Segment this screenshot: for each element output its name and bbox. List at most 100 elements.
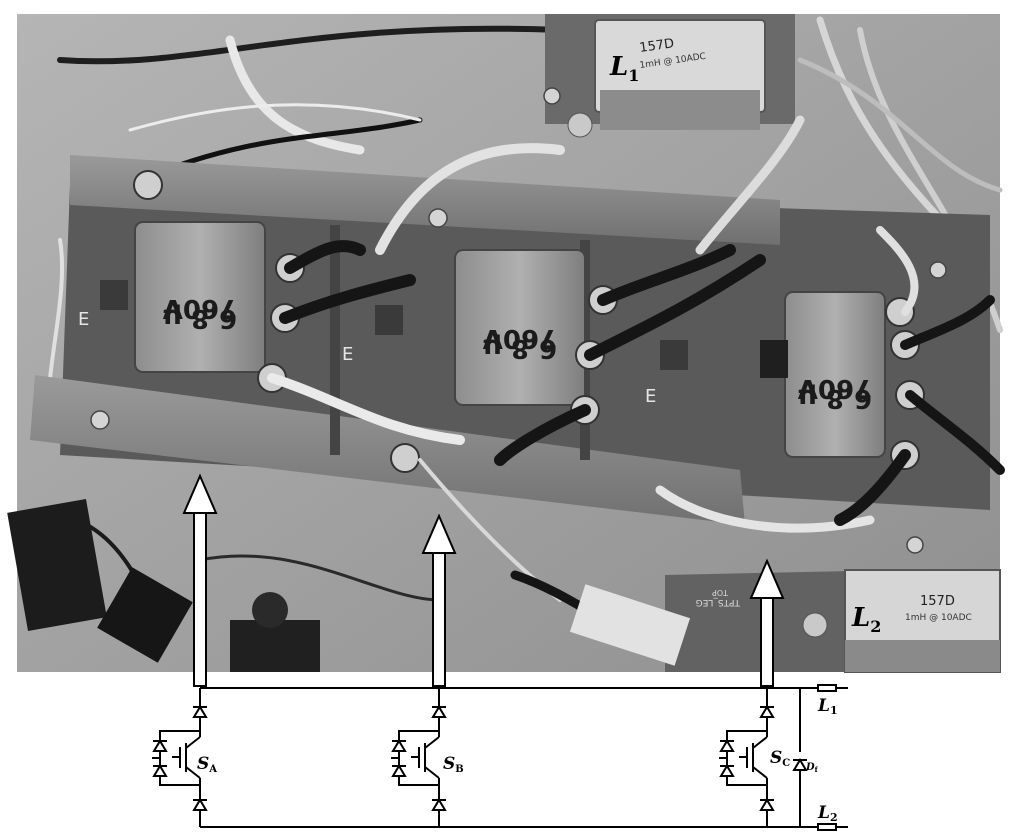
capacitor-a-voltage: 760V <box>163 293 237 323</box>
paper-tag <box>569 584 691 666</box>
gate-chip-c <box>660 340 688 370</box>
l2-rating-text: 1mH @ 10ADC <box>905 613 972 623</box>
cable-b2 <box>279 274 416 324</box>
cable-white-top <box>225 35 365 155</box>
l1-part-text: 157D <box>638 36 675 56</box>
switch-a-label: SA <box>197 754 217 775</box>
leg-a-loop-diode-bottom-triangle <box>152 764 168 777</box>
cable-b5 <box>494 404 591 466</box>
callout-arrows <box>182 473 785 687</box>
lower-pcb-top-text: TOP <box>712 588 729 597</box>
leg-a-emitter <box>185 766 201 779</box>
bolt-5 <box>906 536 924 554</box>
leg-b-loop-diode-bottom-triangle <box>391 764 407 777</box>
leg-b-loop-diode-top-triangle <box>391 739 407 752</box>
cable-lower-thin <box>198 554 442 602</box>
arrow-a-head <box>182 473 218 514</box>
gate-chip-a <box>100 280 128 310</box>
capacitor-b-value: 6.8 μ <box>483 333 557 363</box>
cable-w1 <box>267 373 465 445</box>
board-e-b: E <box>342 344 353 365</box>
switch-b-label: SB <box>443 754 464 775</box>
metal-bar-top <box>70 155 780 245</box>
arrow-b <box>421 513 457 687</box>
capacitor-b: 6.8 μ 760V <box>454 249 586 406</box>
leg-b-collector <box>424 736 440 749</box>
l2-tape <box>845 640 1000 672</box>
bolt-2 <box>428 208 448 228</box>
switch-c-label: SC <box>770 748 790 769</box>
inductor-l1-label: L1 <box>817 696 838 717</box>
l1-photo-label: L1 <box>609 52 639 85</box>
arrow-a-shaft <box>193 511 207 687</box>
inductor-l2-label: L2 <box>817 803 838 824</box>
arrow-b-shaft <box>432 551 446 687</box>
cable-black-top <box>57 25 563 65</box>
arrow-a <box>182 473 218 687</box>
capacitor-a: 6.8 μ 760V <box>134 221 266 373</box>
inductor-l1-photo: 157D 1mH @ 10ADC L1 <box>545 14 795 138</box>
leg-b-emitter <box>424 766 440 779</box>
switch-legs <box>152 688 775 827</box>
cable-w5 <box>876 226 919 316</box>
leg-a-top-diode-triangle <box>192 705 208 718</box>
diode-df <box>792 688 808 827</box>
leg-a-loop-diode-top-triangle <box>152 739 168 752</box>
cable-b3 <box>597 244 736 306</box>
bolt-3 <box>543 87 561 105</box>
leg-a-bottom-diode-triangle <box>192 798 208 811</box>
capacitor-b-body <box>454 249 586 406</box>
bolt-1 <box>90 410 110 430</box>
cable-right-3 <box>797 57 1003 193</box>
cable-w4 <box>655 485 875 533</box>
capacitor-a-value: 6.8 μ <box>163 303 237 333</box>
inductor-l2-photo: 157D 1mH @ 10ADC L2 <box>802 569 1001 673</box>
cable-b1 <box>284 240 366 274</box>
black-object-1 <box>7 498 107 632</box>
leg-b-top-diode-triangle <box>431 705 447 718</box>
black-object-3 <box>230 620 320 672</box>
schematic-labels: SA SB SC Df L1 L2 <box>197 696 838 824</box>
board-e-c: E <box>645 386 656 407</box>
pcb-divider-1 <box>330 225 340 455</box>
diode-df-triangle <box>792 758 808 771</box>
lower-pcb-leg-text: TPTS_LEG <box>696 597 741 607</box>
capacitor-a-body <box>134 221 266 373</box>
l2-photo-label: L2 <box>851 603 881 636</box>
cable-b6 <box>834 449 911 526</box>
leg-a-collector <box>185 736 201 749</box>
inductor-l2-terminal <box>817 823 837 831</box>
cable-w3 <box>695 115 805 255</box>
pcb-assembly: 6.8 μ 760V 6.8 μ 760V 6.8 μ 760V E E E <box>30 87 1005 645</box>
board-cables <box>267 115 1005 645</box>
l1-tape <box>600 90 760 130</box>
hardware-photo: 157D 1mH @ 10ADC L1 6.8 μ 760V 6.8 μ 760… <box>7 14 1005 673</box>
schematic <box>200 684 848 831</box>
capacitor-c-voltage: 760V <box>798 373 872 403</box>
metal-bar-bottom <box>30 375 745 525</box>
capacitor-c-value: 6.8 μ <box>798 383 872 413</box>
cable-w2 <box>375 143 565 255</box>
cable-thin-white <box>128 103 422 132</box>
black-object-2 <box>97 567 193 663</box>
cable-b7 <box>900 295 995 350</box>
arrow-c-shaft <box>760 596 774 687</box>
lug-1 <box>133 170 163 200</box>
leg-c-bottom-diode-triangle <box>759 798 775 811</box>
arrow-b-head <box>421 513 457 554</box>
clutter-left <box>7 498 320 672</box>
gate-chip-b <box>375 305 403 335</box>
l2-part-text: 157D <box>920 594 955 609</box>
capacitor-c: 6.8 μ 760V <box>784 291 886 458</box>
arrow-c-head <box>749 558 785 599</box>
arrow-c <box>749 558 785 687</box>
l2-mount-hole <box>802 612 828 638</box>
cable-b4 <box>584 254 766 361</box>
lug-5 <box>390 443 420 473</box>
capacitor-b-voltage: 760V <box>483 323 557 353</box>
l1-mount-hole <box>567 112 593 138</box>
leg-c-emitter <box>752 766 768 779</box>
leg-c-collector <box>752 736 768 749</box>
leg-b-bottom-diode-triangle <box>431 798 447 811</box>
